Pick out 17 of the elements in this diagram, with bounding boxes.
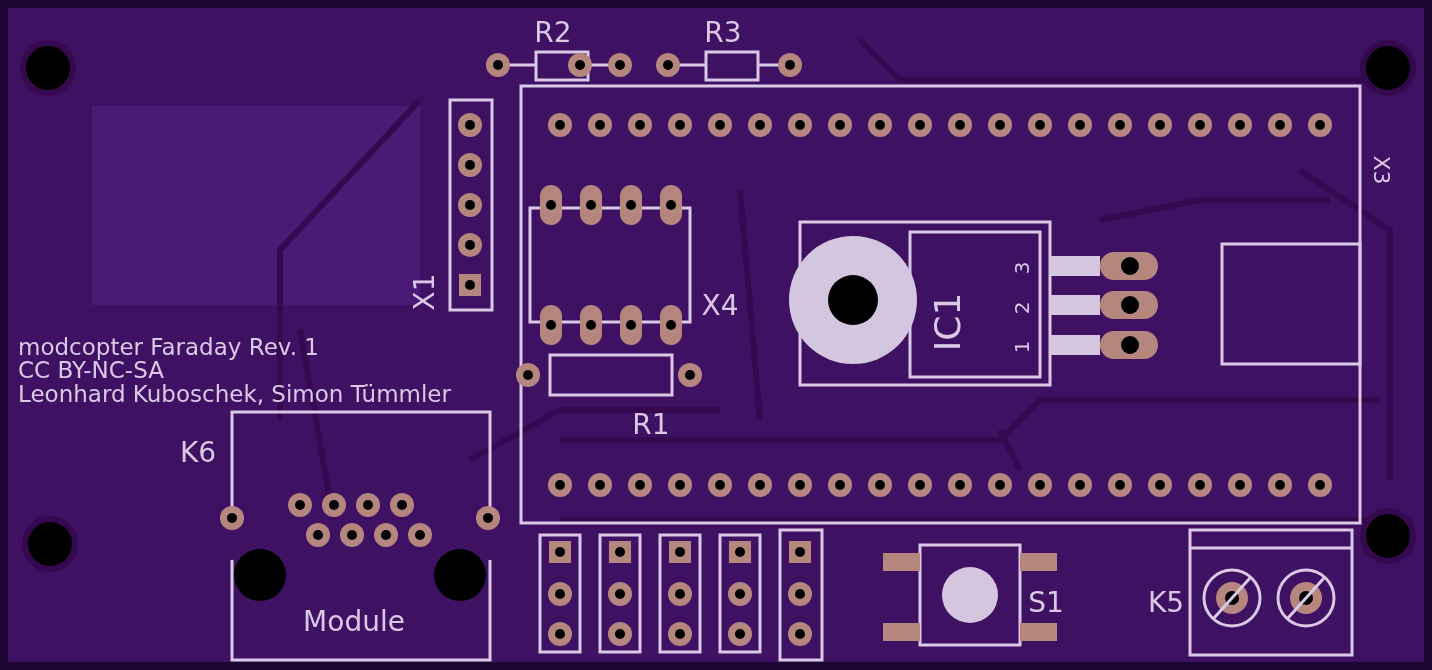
component-designator: X1 <box>411 273 439 311</box>
component-designator: R2 <box>534 19 572 47</box>
connector-label: Module <box>303 608 405 636</box>
pin-number: 1 <box>1012 340 1032 354</box>
component-designator: IC1 <box>930 292 966 352</box>
pin-number: 2 <box>1012 301 1032 315</box>
license-text: CC BY-NC-SA <box>18 358 164 382</box>
component-designator: X4 <box>701 292 739 320</box>
board-title: modcopter Faraday Rev. 1 <box>18 335 319 359</box>
authors-text: Leonhard Kuboschek, Simon Tümmler <box>18 382 451 406</box>
component-designator: K5 <box>1147 589 1185 617</box>
pin-number: 3 <box>1012 261 1032 275</box>
component-designator: K6 <box>179 439 217 467</box>
component-designator: S1 <box>1028 589 1064 617</box>
component-designator: R3 <box>704 19 742 47</box>
component-designator: X3 <box>1370 155 1392 185</box>
component-designator: R1 <box>632 411 670 439</box>
